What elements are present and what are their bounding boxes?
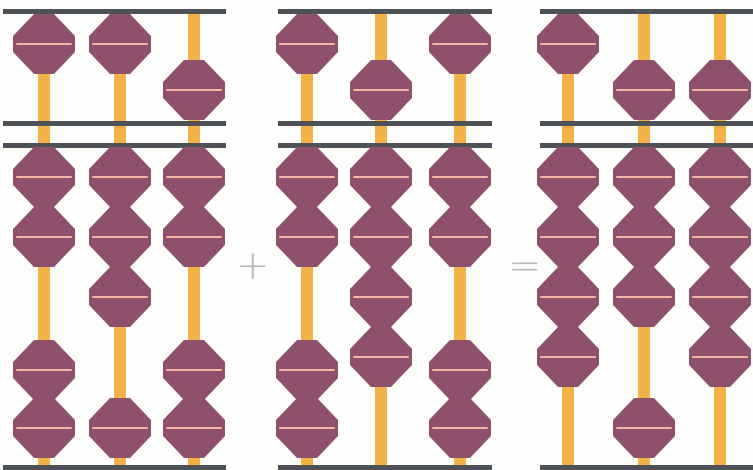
abacus-second-addend-beam-upper: [278, 121, 492, 126]
plus-sign: +: [236, 243, 270, 289]
abacus-first-addend-top-bar: [3, 9, 226, 14]
abacus-sum-beam-upper: [540, 121, 753, 126]
abacus-sum-beam-lower: [540, 143, 753, 148]
abacus-first-addend-bottom-bar: [3, 465, 226, 470]
abacus-first-addend-beam-lower: [3, 143, 226, 148]
abacus-second-addend-beam-lower: [278, 143, 492, 148]
abacus-second-addend-bottom-bar: [278, 465, 492, 470]
abacus-first-addend-beam-upper: [3, 121, 226, 126]
abacus-sum-bottom-bar: [540, 465, 753, 470]
abacus-second-addend-top-bar: [278, 9, 492, 14]
equals-sign: =: [508, 243, 542, 289]
abacus-sum-top-bar: [540, 9, 753, 14]
